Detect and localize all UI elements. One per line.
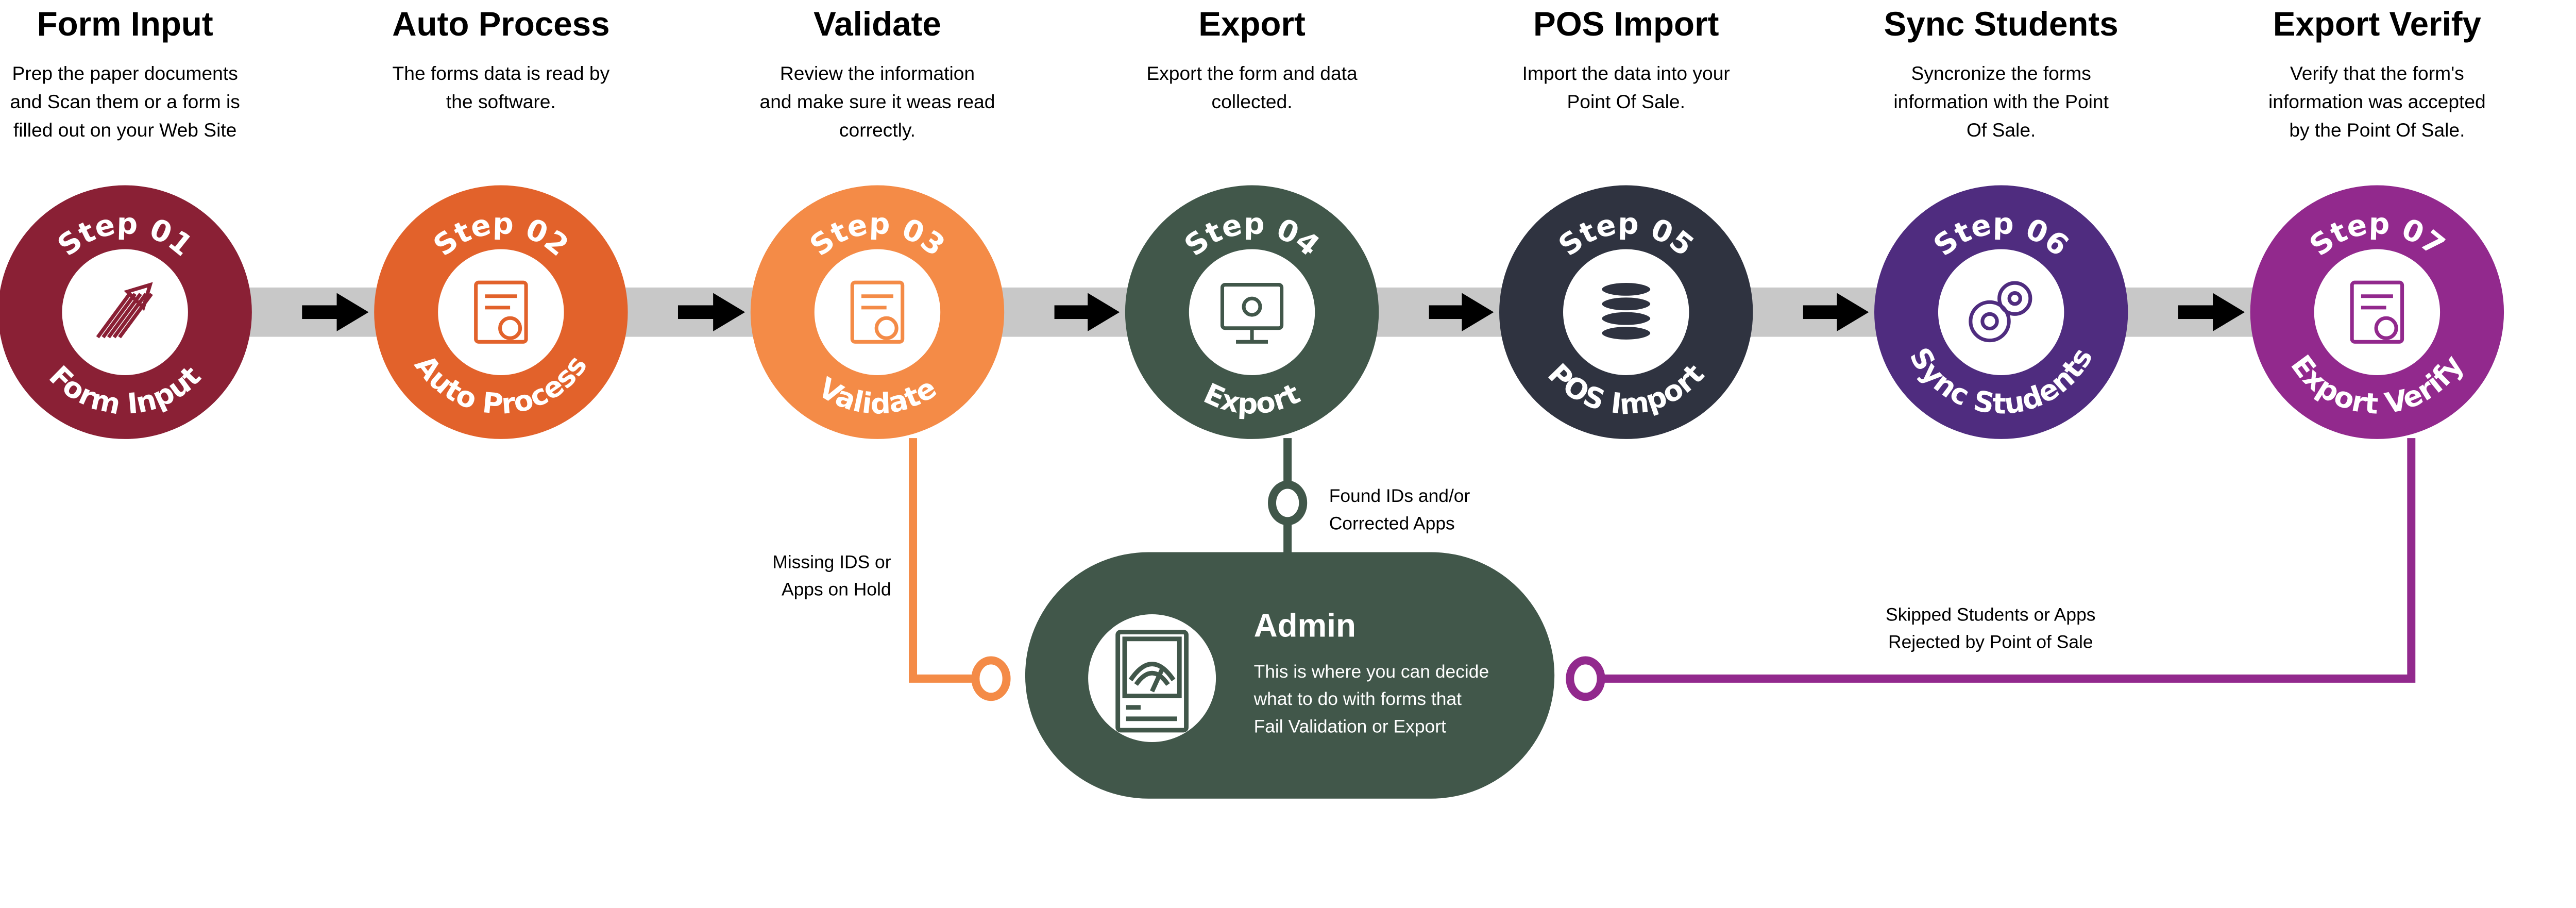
document-eye-icon bbox=[850, 280, 905, 344]
admin-desc-line: Fail Validation or Export bbox=[1254, 716, 1446, 736]
missing-note: Missing IDS or bbox=[772, 552, 891, 573]
step-inner-circle bbox=[814, 249, 941, 375]
step-description-line: Review the information bbox=[780, 62, 975, 84]
missing-ring bbox=[971, 656, 1011, 701]
step-inner-circle bbox=[1189, 249, 1315, 375]
skipped-ring bbox=[1566, 656, 1605, 701]
step-description-line: Point Of Sale. bbox=[1567, 91, 1685, 112]
found-connector bbox=[1268, 438, 1308, 557]
step-title: POS Import bbox=[1533, 5, 1719, 43]
step-description-line: Export the form and data bbox=[1146, 62, 1358, 84]
step-description-line: collected. bbox=[1211, 91, 1292, 112]
step-description-line: and Scan them or a form is bbox=[10, 91, 240, 112]
admin-desc-line: This is where you can decide bbox=[1254, 661, 1489, 682]
step-title: Auto Process bbox=[392, 5, 609, 43]
gears-icon bbox=[1969, 281, 2032, 343]
admin-desc-line: what to do with forms that bbox=[1253, 688, 1462, 709]
arrow-icon bbox=[1054, 293, 1120, 331]
step-description-line: Syncronize the forms bbox=[1911, 62, 2091, 84]
step-title: Export bbox=[1198, 5, 1306, 43]
arrow-icon bbox=[302, 293, 369, 331]
arrow-icon bbox=[2178, 293, 2245, 331]
admin-title: Admin bbox=[1254, 607, 1356, 644]
step-description-line: information with the Point bbox=[1893, 91, 2109, 112]
step-description-line: information was accepted bbox=[2268, 91, 2486, 112]
step-description-line: correctly. bbox=[839, 119, 916, 141]
document-analysis-icon bbox=[474, 280, 528, 344]
step-description-line: The forms data is read by bbox=[393, 62, 610, 84]
step-title: Form Input bbox=[37, 5, 213, 43]
arrow-icon bbox=[1803, 293, 1869, 331]
step-title: Export Verify bbox=[2273, 5, 2482, 43]
skipped-note: Skipped Students or Apps bbox=[1886, 604, 2095, 625]
arrows bbox=[302, 293, 2245, 331]
step-inner-circle bbox=[2314, 249, 2441, 375]
step-title: Validate bbox=[814, 5, 941, 43]
step-description-line: by the Point Of Sale. bbox=[2289, 119, 2465, 141]
step-description-line: Verify that the form's bbox=[2290, 62, 2464, 84]
step-description-line: and make sure it weas read bbox=[760, 91, 995, 112]
arrow-icon bbox=[1429, 293, 1494, 331]
database-icon bbox=[1600, 281, 1652, 342]
found-ring bbox=[1268, 480, 1308, 526]
step-title: Sync Students bbox=[1884, 5, 2119, 43]
skipped-note: Rejected by Point of Sale bbox=[1888, 632, 2093, 652]
missing-connector bbox=[909, 438, 1011, 701]
admin-node: Admin This is where you can decide what … bbox=[1025, 552, 1555, 799]
monitor-network-icon bbox=[1220, 283, 1284, 344]
step-inner-circle bbox=[438, 249, 564, 375]
step-description-line: filled out on your Web Site bbox=[13, 119, 236, 141]
gauge-dashboard-icon bbox=[1115, 630, 1189, 733]
arrow-icon bbox=[677, 293, 745, 331]
found-note: Found IDs and/or bbox=[1329, 485, 1470, 506]
form-thumbs-up-icon bbox=[2350, 280, 2404, 344]
step-description-line: Prep the paper documents bbox=[12, 62, 238, 84]
rocket-launch-icon bbox=[96, 282, 153, 339]
step-description-line: the software. bbox=[446, 91, 556, 112]
step-description-line: Import the data into your bbox=[1522, 62, 1730, 84]
step-inner-circle bbox=[1938, 249, 2064, 375]
missing-note: Apps on Hold bbox=[782, 579, 891, 600]
found-note: Corrected Apps bbox=[1329, 513, 1455, 533]
step-description-line: Of Sale. bbox=[1967, 119, 2036, 141]
skipped-connector bbox=[1600, 438, 2416, 683]
